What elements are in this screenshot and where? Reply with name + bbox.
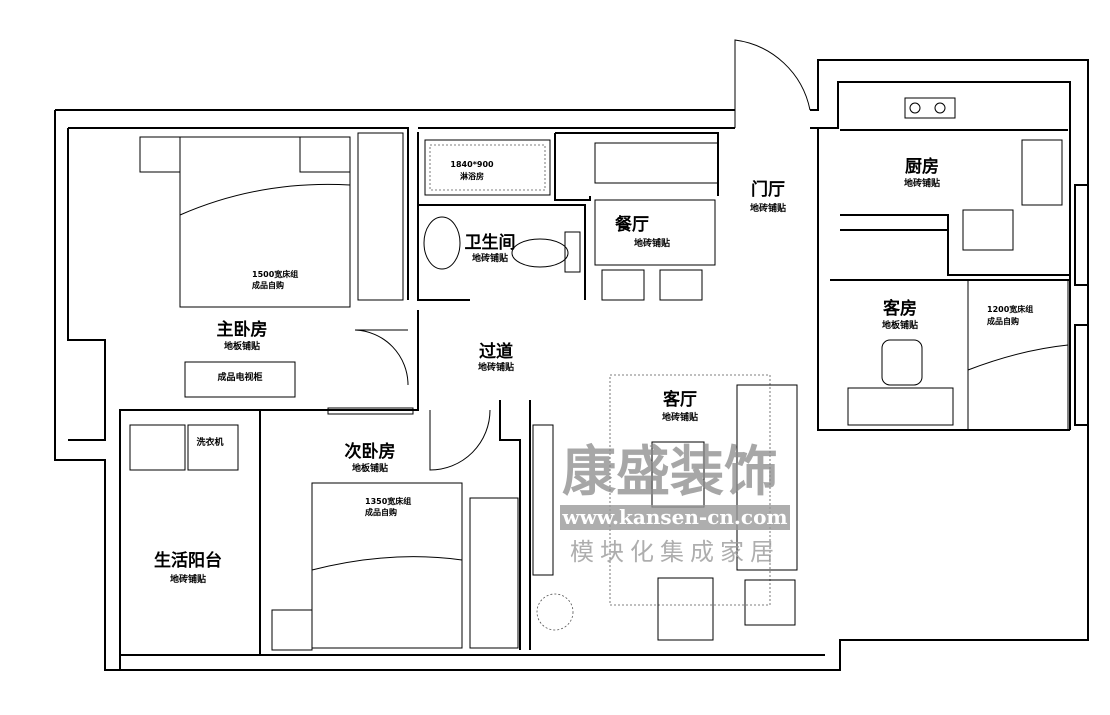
second-bed bbox=[311, 482, 463, 649]
bed-note: 1200宽床组 bbox=[987, 304, 1033, 314]
toilet bbox=[511, 238, 569, 268]
dining-label: 餐厅 bbox=[615, 214, 649, 235]
fridge bbox=[962, 209, 1014, 251]
watermark-url: www.kansen-cn.com bbox=[561, 505, 787, 529]
floor-note: 地砖铺贴 bbox=[472, 252, 508, 264]
bed-note: 成品自购 bbox=[365, 507, 397, 517]
tv-stand bbox=[532, 424, 554, 576]
laundry-sink bbox=[129, 424, 186, 471]
guest-room-label: 客房 bbox=[882, 298, 917, 319]
corridor-label: 过道 bbox=[479, 341, 513, 362]
bed-note: 1350宽床组 bbox=[365, 496, 411, 506]
armchair bbox=[657, 577, 714, 641]
floor-note: 地砖铺贴 bbox=[904, 177, 940, 189]
wardrobe bbox=[469, 497, 519, 649]
side-table bbox=[744, 579, 796, 626]
stove bbox=[904, 97, 956, 119]
floor-note: 地砖铺贴 bbox=[634, 237, 670, 249]
shower bbox=[424, 139, 551, 196]
floor-note: 地板铺贴 bbox=[882, 319, 918, 331]
guest-bed bbox=[967, 279, 1069, 431]
rug bbox=[609, 374, 771, 606]
armchair bbox=[881, 339, 923, 386]
foyer-label: 门厅 bbox=[751, 179, 785, 200]
bed-note: 1500宽床组 bbox=[252, 269, 298, 279]
shower-label: 淋浴房 bbox=[460, 171, 484, 181]
master-bedroom-label: 主卧房 bbox=[217, 319, 268, 340]
second-bedroom-label: 次卧房 bbox=[345, 441, 396, 462]
master-bed bbox=[179, 136, 351, 308]
washer-label: 洗衣机 bbox=[196, 436, 223, 448]
bed-note: 成品自购 bbox=[987, 316, 1019, 326]
watermark-brand: 康盛装饰 bbox=[562, 440, 778, 503]
cabinet bbox=[594, 142, 719, 184]
nightstand bbox=[271, 609, 313, 651]
watermark: 康盛装饰 www.kansen-cn.com 模块化集成家居 bbox=[560, 440, 790, 566]
bathroom-label: 卫生间 bbox=[465, 232, 516, 253]
furniture bbox=[129, 97, 1069, 651]
floor-note: 地砖铺贴 bbox=[478, 361, 514, 373]
tv-cabinet-label: 成品电视柜 bbox=[217, 371, 262, 383]
tv-cabinet bbox=[184, 361, 296, 398]
floor-note: 地板铺贴 bbox=[352, 462, 388, 474]
washer bbox=[187, 424, 239, 471]
bed-note: 成品自购 bbox=[252, 280, 284, 290]
dining-table bbox=[594, 199, 716, 266]
room-labels: 主卧房 地板铺贴 1500宽床组 成品自购 成品电视柜 卫生间 地砖铺贴 184… bbox=[154, 156, 1033, 585]
floor-note: 地砖铺贴 bbox=[662, 411, 698, 423]
wardrobe bbox=[357, 132, 404, 301]
sink bbox=[423, 216, 461, 270]
floor-note: 地砖铺贴 bbox=[170, 573, 206, 585]
plant bbox=[536, 593, 574, 631]
kitchen-sink bbox=[1021, 139, 1063, 206]
nightstand bbox=[299, 136, 351, 173]
sofa bbox=[736, 384, 798, 571]
kitchen-label: 厨房 bbox=[905, 156, 939, 177]
balcony-label: 生活阳台 bbox=[154, 550, 222, 571]
tv bbox=[327, 407, 414, 415]
watermark-slogan: 模块化集成家居 bbox=[570, 538, 780, 566]
floor-note: 地板铺贴 bbox=[224, 340, 260, 352]
shower-size: 1840*900 bbox=[450, 160, 494, 169]
walls bbox=[54, 59, 1089, 671]
living-room-label: 客厅 bbox=[662, 389, 697, 410]
desk bbox=[847, 387, 954, 426]
floor-note: 地砖铺贴 bbox=[750, 202, 786, 214]
nightstand bbox=[139, 136, 181, 173]
doors bbox=[354, 39, 811, 471]
